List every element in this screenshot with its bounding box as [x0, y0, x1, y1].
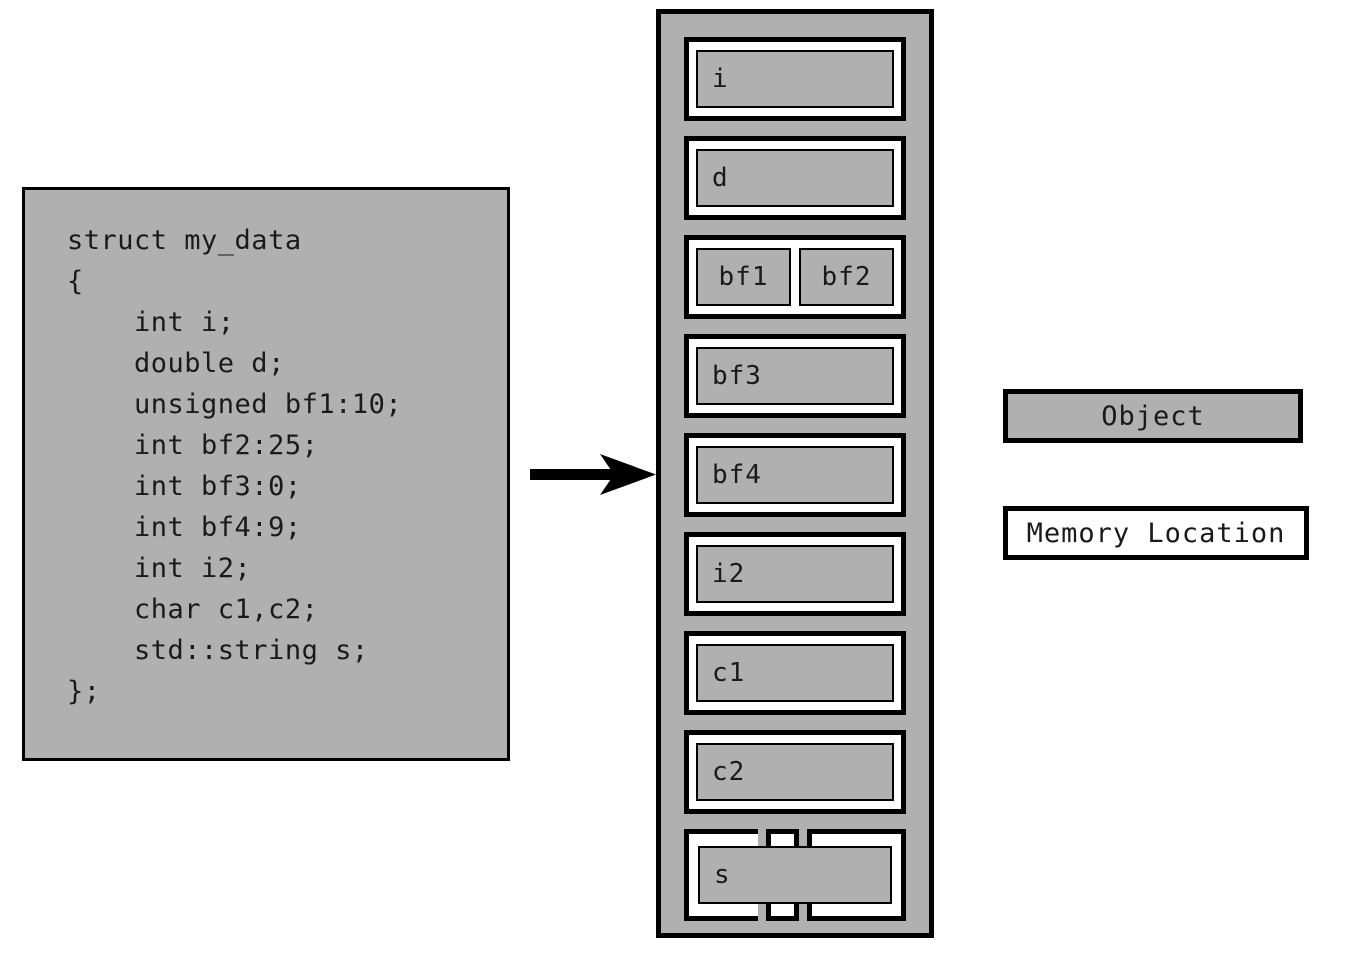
memory-location-bf3: bf3 [684, 334, 906, 418]
object-bf4: bf4 [696, 446, 894, 504]
object-s: s [698, 846, 892, 904]
memory-location-i2: i2 [684, 532, 906, 616]
object-bf1: bf1 [696, 248, 791, 306]
object-i2: i2 [696, 545, 894, 603]
memory-location-c1: c1 [684, 631, 906, 715]
legend-object-label: Object [1101, 400, 1205, 432]
memory-location-bf1-bf2: bf1 bf2 [684, 235, 906, 319]
object-bf2: bf2 [799, 248, 894, 306]
memory-layout-container: i d bf1 bf2 bf3 bf4 i2 c1 c2 s [656, 9, 934, 938]
object-c1: c1 [696, 644, 894, 702]
struct-code-block: struct my_data { int i; double d; unsign… [22, 187, 510, 761]
legend-memory-location-swatch: Memory Location [1003, 506, 1309, 560]
struct-code-text: struct my_data { int i; double d; unsign… [67, 225, 403, 707]
memory-location-d: d [684, 136, 906, 220]
flow-arrow [530, 450, 656, 500]
memory-location-i: i [684, 37, 906, 121]
legend-memory-location-label: Memory Location [1026, 517, 1286, 549]
legend-object-swatch: Object [1003, 389, 1303, 443]
memory-location-s-multiple: s [684, 829, 906, 921]
memory-location-c2: c2 [684, 730, 906, 814]
object-d: d [696, 149, 894, 207]
object-bf3: bf3 [696, 347, 894, 405]
object-i: i [696, 50, 894, 108]
memory-location-bf4: bf4 [684, 433, 906, 517]
flow-arrow-icon [530, 454, 656, 495]
object-c2: c2 [696, 743, 894, 801]
